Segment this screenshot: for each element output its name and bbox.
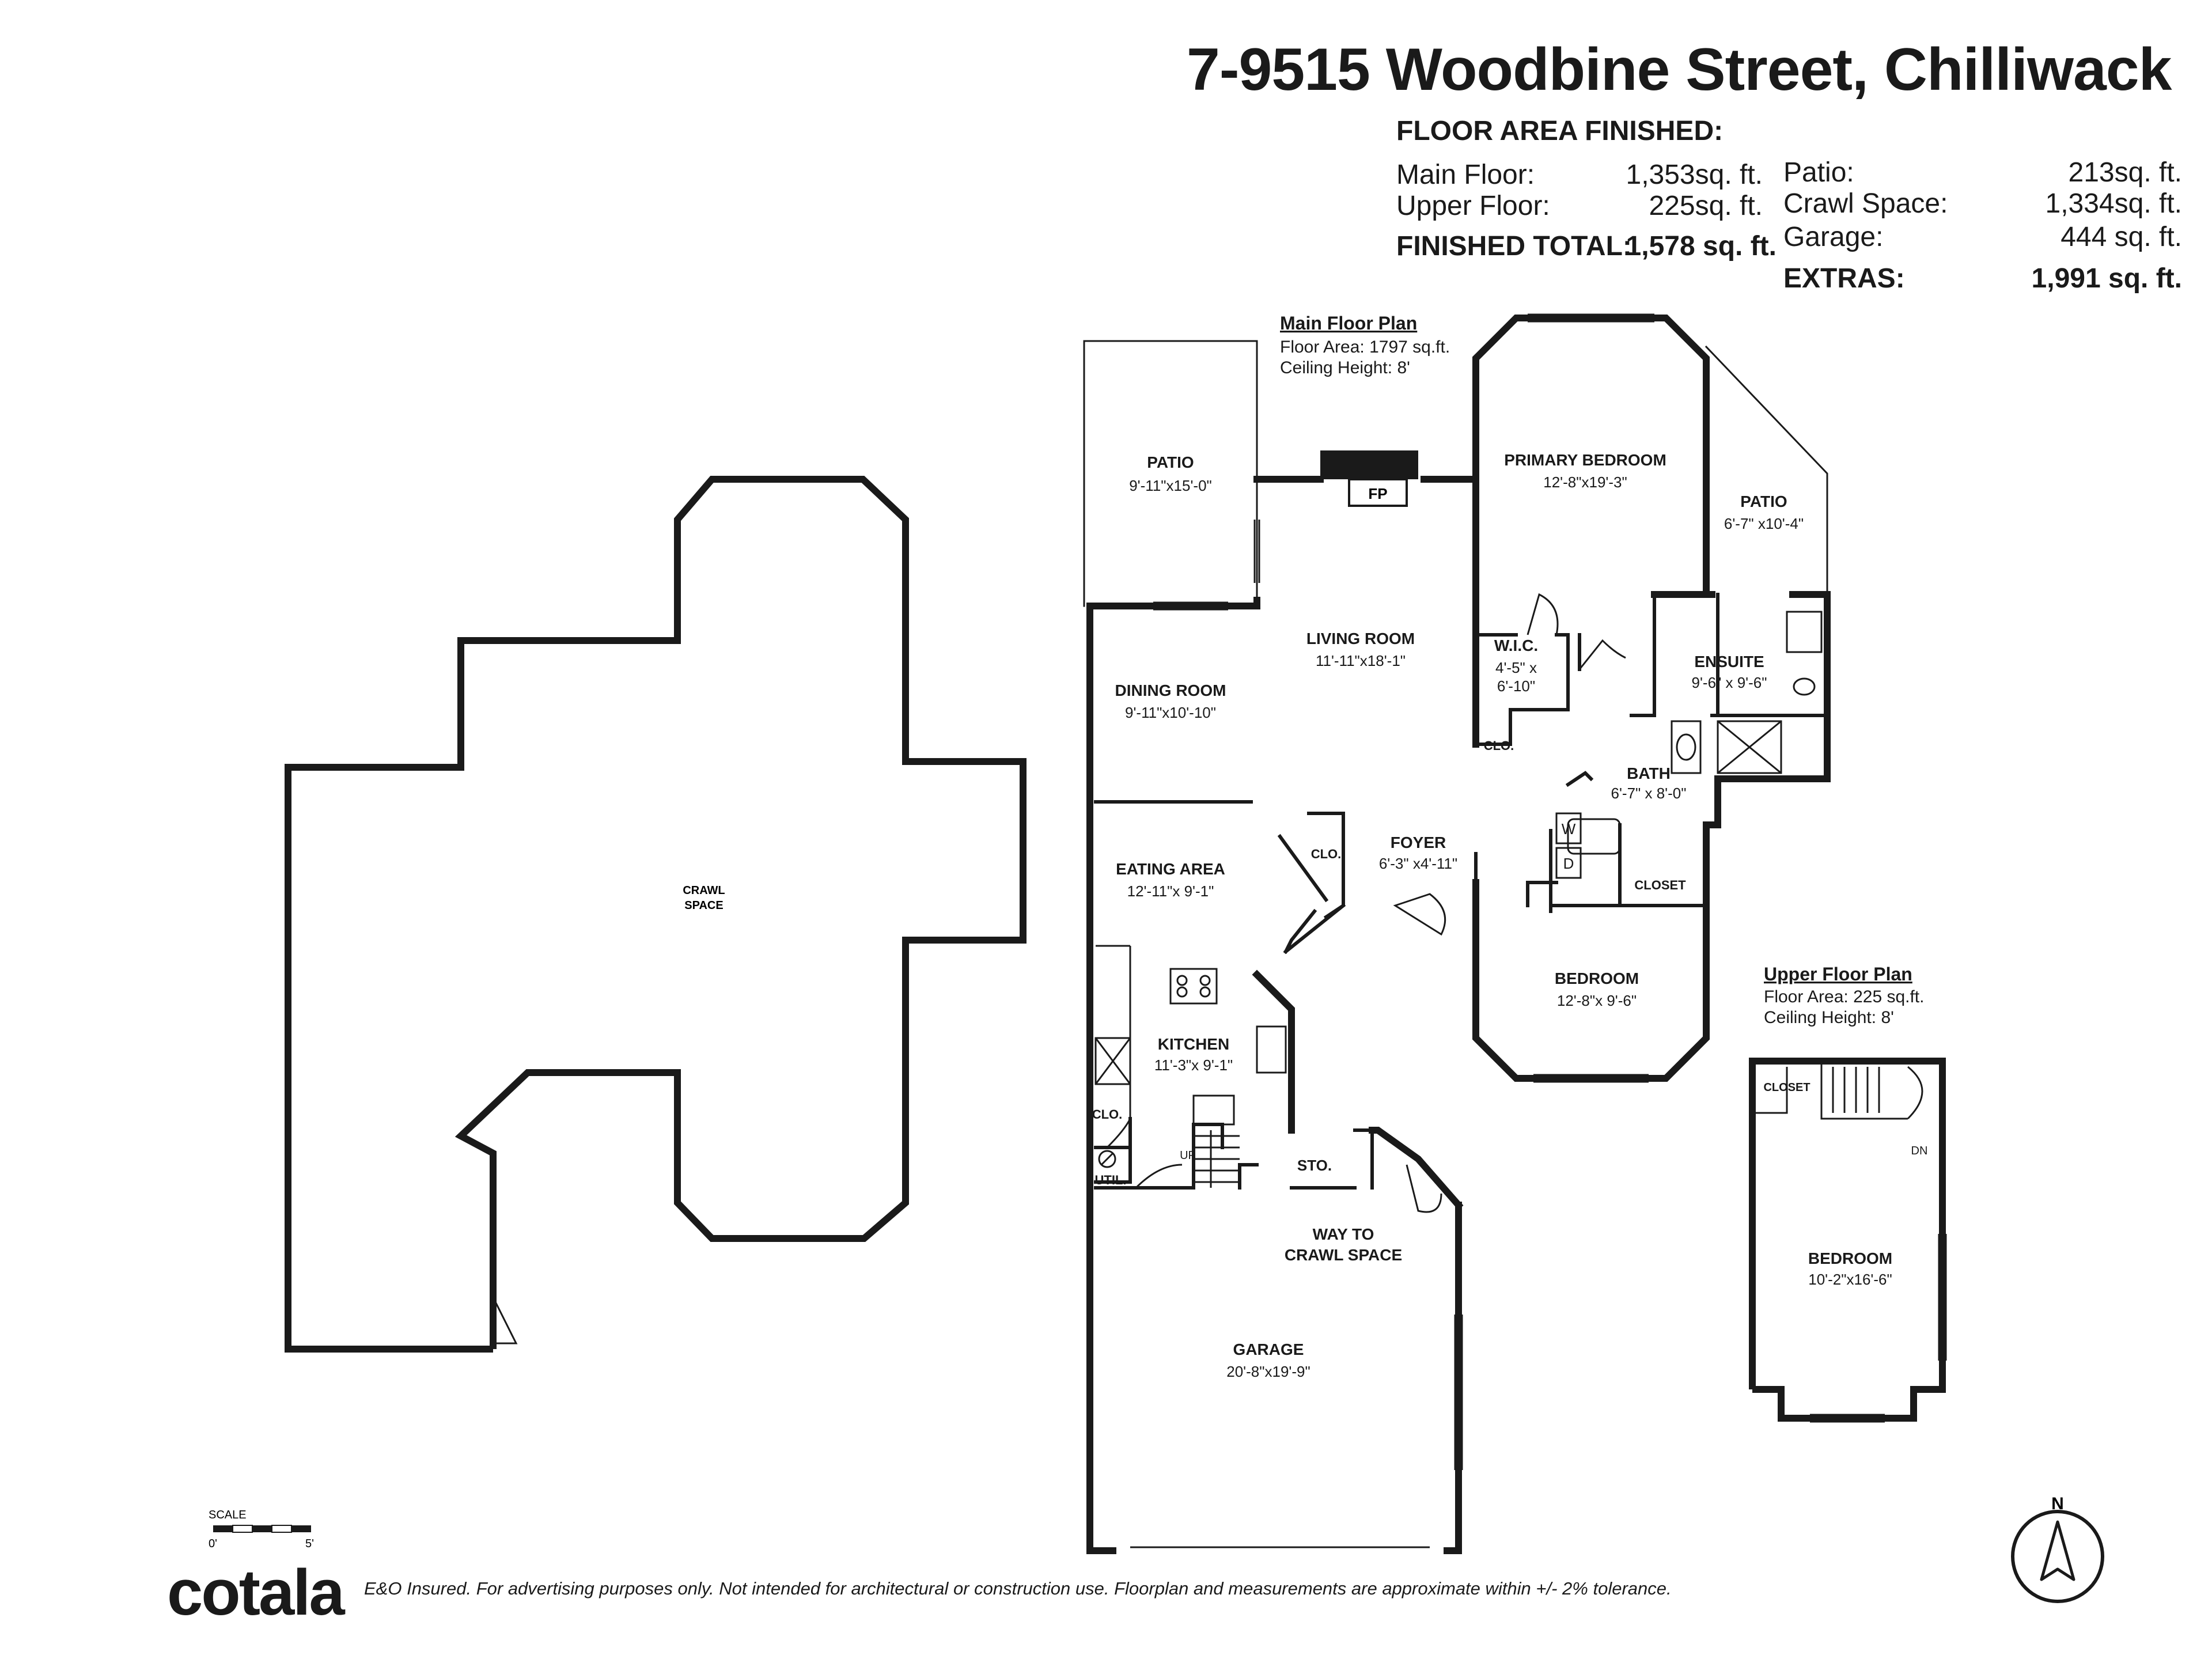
kitchen-fixtures <box>1094 945 1287 1126</box>
kitchen-dim: 11'-3"x 9'-1" <box>1154 1056 1233 1074</box>
scale-label: SCALE <box>209 1509 247 1521</box>
stairs-down-label: DN <box>1911 1145 1928 1157</box>
hall-closet-label: CLO. <box>1484 738 1514 753</box>
crawl-space-outline <box>285 476 1027 1353</box>
room-labels: Main Floor Plan Floor Area: 1797 sq.ft. … <box>1092 313 1928 1380</box>
crawl-space-label-2: SPACE <box>684 899 723 912</box>
living-room-dim: 11'-11"x18'-1" <box>1316 652 1406 669</box>
upper-floor-walls <box>1749 1058 1946 1422</box>
upper-stairs <box>1752 1061 1923 1120</box>
stairs-up-label: UP <box>1180 1149 1196 1162</box>
bath-dim: 6'-7" x 8'-0" <box>1611 785 1687 802</box>
dining-room-dim: 9'-11"x10'-10" <box>1125 704 1216 721</box>
main-floor-ceiling: Ceiling Height: 8' <box>1280 358 1410 377</box>
main-stairs <box>1194 1130 1240 1188</box>
storage-label: STO. <box>1297 1157 1332 1174</box>
bath-fixtures <box>1555 611 1823 879</box>
ensuite-name: ENSUITE <box>1694 653 1764 671</box>
kitchen-name: KITCHEN <box>1158 1035 1229 1053</box>
utility-label: UTIL. <box>1095 1173 1127 1187</box>
scale-end: 5' <box>305 1537 314 1550</box>
upper-floor-ceiling: Ceiling Height: 8' <box>1764 1008 1894 1027</box>
scale-bar: SCALE 0' 5' <box>209 1509 314 1550</box>
foyer-dim: 6'-3" x4'-11" <box>1379 855 1457 872</box>
upper-closet-label: CLOSET <box>1763 1081 1810 1094</box>
patio-right-dim: 6'-7" x10'-4" <box>1724 515 1804 532</box>
north-arrow-icon <box>2040 1520 2075 1581</box>
wic-name: W.I.C. <box>1494 637 1538 654</box>
floor-area-heading: FLOOR AREA FINISHED: <box>1396 116 1724 146</box>
upper-floor-area: Floor Area: 225 sq.ft. <box>1764 987 1924 1006</box>
north-compass: N <box>2011 1494 2104 1603</box>
doors <box>1106 593 1626 1213</box>
foyer-name: FOYER <box>1391 834 1446 851</box>
disclaimer-text: E&O Insured. For advertising purposes on… <box>364 1578 1672 1599</box>
foyer-closet-label: CLO. <box>1311 847 1342 861</box>
fireplace-hearth <box>1320 450 1418 479</box>
main-floor-heading: Main Floor Plan <box>1280 313 1417 334</box>
primary-bedroom-dim: 12'-8"x19'-3" <box>1543 474 1627 491</box>
main-floor-area: Floor Area: 1797 sq.ft. <box>1280 338 1450 357</box>
living-room-name: LIVING ROOM <box>1306 630 1415 647</box>
patio-left-dim: 9'-11"x15'-0" <box>1129 477 1212 494</box>
laundry-closet-label: CLOSET <box>1634 878 1686 892</box>
patio-right-name: PATIO <box>1740 493 1787 510</box>
wic-dim-2: 6'-10" <box>1497 677 1535 695</box>
dining-room-name: DINING ROOM <box>1115 681 1226 699</box>
eating-area-name: EATING AREA <box>1116 860 1225 878</box>
windows <box>1130 313 1654 1548</box>
dryer-label: D <box>1563 855 1574 872</box>
way-to-crawl-label: WAY TO <box>1313 1225 1374 1243</box>
property-address-title: 7-9515 Woodbine Street, Chilliwack <box>1187 36 2172 103</box>
cotala-logo: cotala <box>167 1556 345 1628</box>
upper-windows <box>1810 1234 1947 1423</box>
bath-name: BATH <box>1627 764 1671 782</box>
north-label: N <box>2051 1494 2064 1513</box>
utility-symbol <box>1098 1150 1116 1168</box>
upper-floor-heading: Upper Floor Plan <box>1764 964 1912 984</box>
garage-name: GARAGE <box>1233 1340 1304 1358</box>
crawl-space-label: CRAWL <box>683 884 725 897</box>
crawl-access-door <box>492 1297 518 1344</box>
garage-dim: 20'-8"x19'-9" <box>1226 1363 1310 1380</box>
bedroom-upper-dim: 10'-2"x16'-6" <box>1808 1271 1892 1288</box>
ensuite-dim: 9'-6" x 9'-6" <box>1692 674 1767 691</box>
eating-area-dim: 12'-11"x 9'-1" <box>1127 882 1214 900</box>
bedroom-main-name: BEDROOM <box>1555 969 1639 987</box>
wic-dim-1: 4'-5" x <box>1495 659 1537 676</box>
fireplace-box <box>1348 478 1408 507</box>
bedroom-main-dim: 12'-8"x 9'-6" <box>1557 992 1637 1009</box>
way-to-crawl-label-2: CRAWL SPACE <box>1285 1246 1402 1264</box>
primary-bedroom-name: PRIMARY BEDROOM <box>1504 451 1666 469</box>
scale-start: 0' <box>209 1537 217 1550</box>
kitchen-closet-label: CLO. <box>1092 1107 1123 1122</box>
washer-label: W <box>1562 820 1576 838</box>
bedroom-upper-name: BEDROOM <box>1808 1249 1892 1267</box>
fireplace-label: FP <box>1368 485 1387 502</box>
patio-left-name: PATIO <box>1147 453 1194 471</box>
